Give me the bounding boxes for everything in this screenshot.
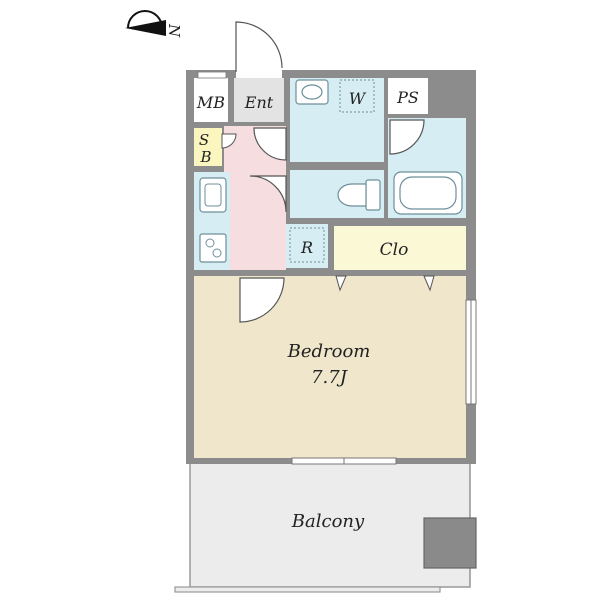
bedroom-door[interactable] (239, 277, 285, 323)
mb-label: MB (196, 93, 225, 112)
closet-door-right-icon (423, 275, 435, 292)
pipe-space (388, 78, 428, 114)
washer-space-icon (339, 79, 375, 113)
shoe-box-door[interactable] (221, 133, 237, 149)
sb-label-bottom: B (199, 148, 211, 166)
shoe-box (194, 128, 222, 166)
bedroom-label: Bedroom (287, 341, 371, 362)
closet (334, 226, 466, 270)
washroom-door[interactable] (253, 127, 287, 161)
bathtub-icon (393, 171, 463, 215)
w-label: W (349, 89, 367, 108)
balcony-railing (174, 586, 441, 593)
outdoor-unit (423, 517, 477, 569)
balcony: Balcony (174, 459, 477, 593)
stove-icon (199, 233, 227, 263)
sb-label-top: S (199, 131, 209, 149)
closet-door-left-icon (335, 275, 347, 292)
r-label: R (300, 238, 313, 257)
meter-box (194, 78, 228, 122)
ent-label: Ent (244, 93, 274, 112)
bedroom-size: 7.7J (311, 367, 349, 388)
clo-label: Clo (380, 240, 409, 260)
compass-label: N (165, 23, 183, 38)
refrigerator-space-icon (289, 227, 325, 263)
balcony-label: Balcony (291, 511, 365, 532)
compass-needle-icon (125, 20, 166, 36)
refrigerator-space (286, 224, 328, 268)
compass: N (125, 10, 183, 38)
toilet-door[interactable] (249, 175, 287, 213)
bedroom (194, 276, 466, 458)
balcony-sliding-door[interactable] (291, 457, 397, 465)
sink-icon (295, 79, 329, 105)
compass-ring-icon (127, 10, 163, 29)
entrance (234, 78, 284, 122)
bedroom-window-right (465, 299, 477, 405)
entrance-door[interactable] (235, 21, 283, 78)
ps-label: PS (396, 88, 419, 107)
bathroom-door[interactable] (389, 119, 425, 155)
kitchen-sink-icon (199, 177, 227, 213)
toilet-icon (337, 179, 381, 211)
meter-box-opening (197, 71, 227, 79)
